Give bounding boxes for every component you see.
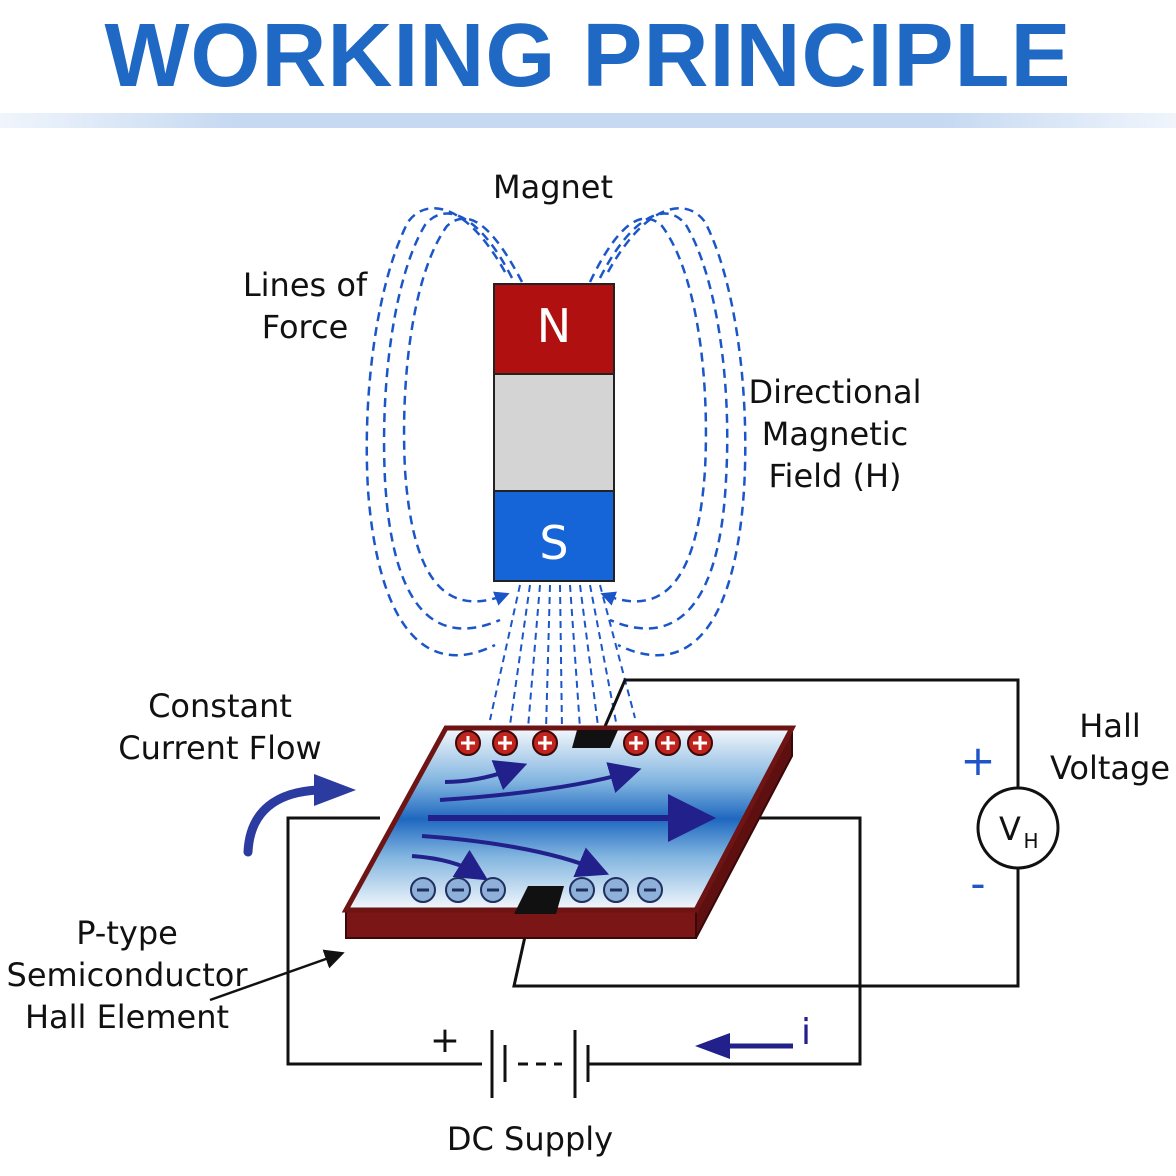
hall-contact-top [572, 730, 618, 748]
voltmeter: V H [976, 786, 1060, 870]
hall-contact-bottom [514, 886, 564, 914]
constant-current-curved-arrow [243, 774, 356, 857]
magnet: N S [493, 283, 615, 582]
magnet-north-pole [493, 283, 615, 375]
plate-current-arrows [411, 760, 716, 881]
ptype-pointer-arrow [209, 949, 345, 1002]
battery-plus-sign: + [430, 1020, 460, 1061]
positive-charges [455, 730, 713, 756]
negative-charges [410, 877, 663, 903]
current-direction-arrow [695, 1033, 793, 1059]
directional-field-label-2: Magnetic [762, 415, 909, 453]
ptype-label-3: Hall Element [25, 998, 229, 1036]
hall-element-plate [341, 725, 797, 939]
hall-minus-sign: - [970, 859, 985, 908]
current-i-label: i [801, 1012, 811, 1053]
hall-voltage-circuit [512, 678, 1020, 988]
constant-current-label-1: Constant [148, 687, 292, 725]
ptype-label-2: Semiconductor [7, 956, 249, 994]
header-divider [0, 113, 1176, 128]
magnet-body [493, 373, 615, 492]
hall-plus-sign: + [960, 736, 995, 785]
lines-of-force-label-1: Lines of [243, 266, 368, 304]
field-lines-right [588, 207, 747, 657]
directional-field-label-3: Field (H) [768, 457, 901, 495]
ptype-label-1: P-type [76, 914, 178, 952]
dc-circuit [286, 816, 862, 1098]
field-lines-below [489, 584, 636, 731]
north-label: N [537, 299, 571, 353]
voltmeter-subscript: H [1023, 829, 1038, 853]
magnet-label: Magnet [493, 168, 613, 206]
constant-current-label-2: Current Flow [118, 729, 321, 767]
magnet-south-pole [493, 490, 615, 582]
directional-field-label-1: Directional [748, 373, 921, 411]
hall-voltage-label-1: Hall [1079, 707, 1140, 745]
header: WORKING PRINCIPLE [0, 0, 1176, 128]
south-label: S [539, 516, 568, 570]
page-title: WORKING PRINCIPLE [104, 6, 1072, 106]
hall-voltage-label-2: Voltage [1050, 749, 1170, 787]
voltmeter-v: V [999, 810, 1021, 848]
lines-of-force-label-2: Force [262, 308, 349, 346]
dc-supply-label: DC Supply [447, 1120, 613, 1158]
field-lines-left [365, 207, 524, 657]
